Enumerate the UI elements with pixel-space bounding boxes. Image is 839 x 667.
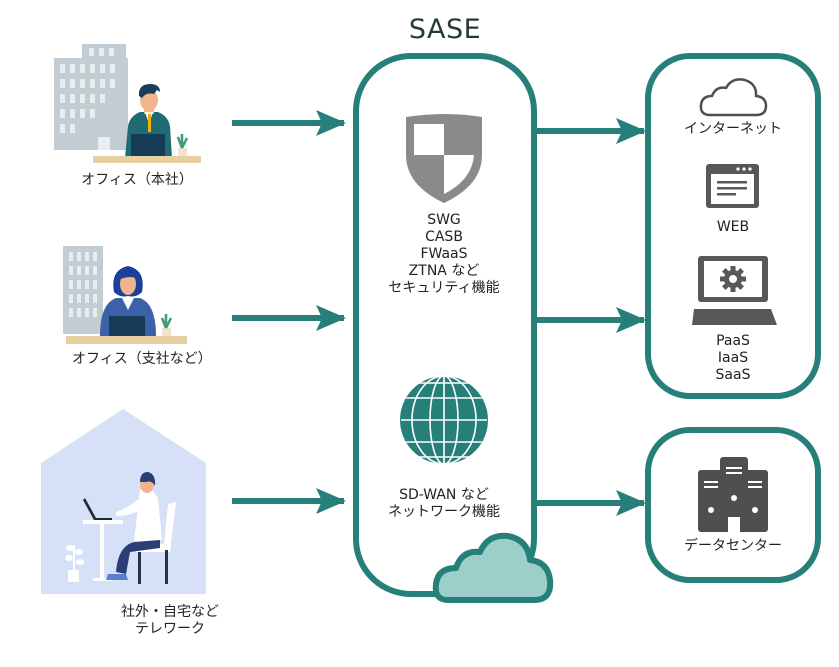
home-telework-icon bbox=[41, 409, 206, 594]
security-line-1: SWG bbox=[427, 212, 461, 228]
globe-icon bbox=[400, 375, 488, 465]
office-woman-icon bbox=[63, 246, 187, 344]
destination-label-web: WEB bbox=[716, 219, 750, 235]
network-line-1: SD-WAN など bbox=[399, 487, 489, 503]
office-man-icon bbox=[54, 44, 201, 163]
security-line-2: CASB bbox=[425, 229, 463, 245]
source-label-hq: オフィス（本社） bbox=[81, 172, 193, 188]
shield-icon bbox=[406, 114, 482, 203]
source-label-remote-line-2: テレワーク bbox=[135, 621, 205, 637]
sase-title: SASE bbox=[408, 14, 482, 45]
server-icon bbox=[698, 457, 768, 532]
destination-label-cloud-services: PaaS IaaS SaaS bbox=[658, 333, 808, 384]
cloud-outline-icon bbox=[699, 78, 768, 117]
security-line-3: FWaaS bbox=[420, 246, 468, 262]
source-label-branch: オフィス（支社など） bbox=[72, 351, 212, 367]
cloud-service-line-3: SaaS bbox=[715, 367, 751, 383]
network-line-2: ネットワーク機能 bbox=[388, 504, 500, 520]
source-label-remote: 社外・自宅など テレワーク bbox=[100, 604, 240, 638]
security-functions-label: SWG CASB FWaaS ZTNA など セキュリティ機能 bbox=[364, 212, 524, 297]
network-functions-label: SD-WAN など ネットワーク機能 bbox=[364, 487, 524, 521]
browser-window-icon bbox=[706, 164, 759, 208]
cloud-destinations-container bbox=[645, 53, 821, 399]
source-label-remote-line-1: 社外・自宅など bbox=[121, 604, 219, 620]
cloud-service-line-2: IaaS bbox=[717, 350, 749, 366]
destination-label-internet: インターネット bbox=[684, 121, 782, 137]
cloud-icon bbox=[432, 532, 554, 603]
security-line-4: ZTNA など bbox=[408, 263, 480, 279]
laptop-gear-icon bbox=[692, 256, 777, 325]
security-line-5: セキュリティ機能 bbox=[388, 280, 500, 296]
cloud-service-line-1: PaaS bbox=[716, 333, 750, 349]
destination-label-datacenter: データセンター bbox=[684, 538, 782, 554]
